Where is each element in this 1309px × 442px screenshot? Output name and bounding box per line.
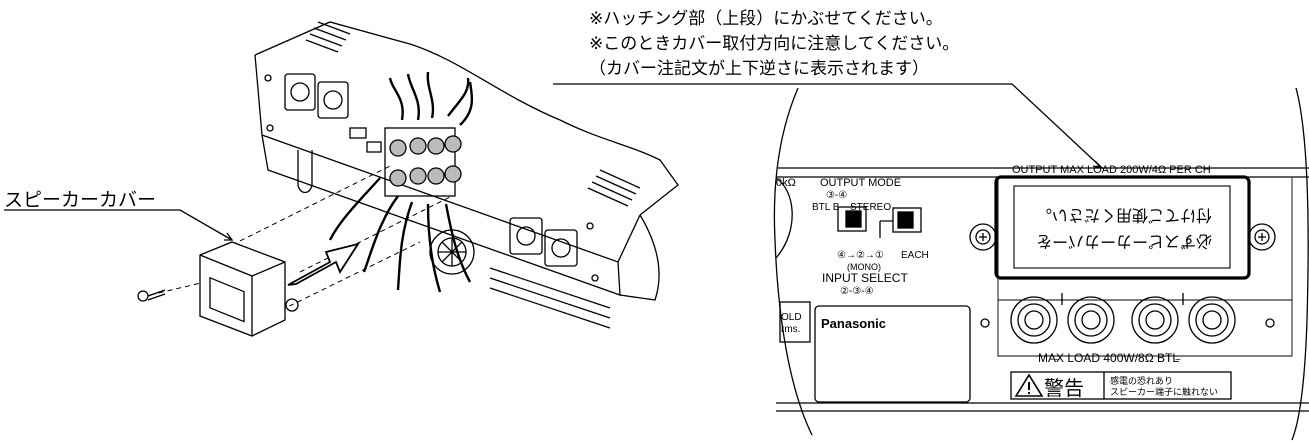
input-select-label: INPUT SELECT bbox=[822, 271, 908, 285]
note-line-3: （カバー注記文が上下逆さに表示されます） bbox=[589, 59, 929, 79]
cover-screw-left bbox=[969, 223, 997, 251]
projection-lines bbox=[149, 164, 453, 319]
cover-leader-line bbox=[4, 209, 233, 241]
output-mode-label: OUTPUT MODE bbox=[820, 177, 901, 189]
cover-text-line1: 必ずスピーカーカバーを bbox=[1036, 232, 1212, 250]
speaker-cover-label: スピーカーカバー bbox=[4, 189, 157, 211]
amplifier-unit bbox=[254, 21, 679, 329]
btl-b-label: BTL B bbox=[812, 202, 840, 213]
fragment-old: OLD bbox=[781, 312, 802, 323]
insertion-arrow bbox=[287, 242, 360, 286]
cover-text-line2: 付けてご使用ください。 bbox=[1036, 206, 1212, 224]
cover-leader-arrowhead bbox=[224, 232, 234, 241]
brand-name: Panasonic bbox=[821, 316, 886, 331]
terminal-row bbox=[1010, 296, 1236, 344]
speaker-terminals bbox=[384, 127, 462, 197]
warning-label: 警告 bbox=[1044, 377, 1084, 400]
speaker-cables bbox=[328, 71, 474, 293]
polarity-minus-2: − bbox=[1175, 355, 1181, 366]
mono-route: ④→②→① bbox=[837, 250, 884, 261]
output-mode-switch bbox=[837, 206, 867, 232]
warning-triangle-icon bbox=[1014, 373, 1044, 397]
mono-label: (MONO) bbox=[847, 262, 881, 272]
warning-text-line2: スピーカー端子に触れない bbox=[1110, 386, 1218, 397]
cover-screw-right bbox=[1248, 223, 1276, 251]
screw bbox=[137, 289, 166, 302]
note-line-1: ※ハッチング部（上段）にかぶせてください。 bbox=[589, 9, 943, 29]
max-load-btl-label: MAX LOAD 400W/8Ω BTL bbox=[1038, 351, 1179, 365]
note-line-2: ※このときカバー取付方向に注意してください。 bbox=[589, 34, 960, 54]
warning-text-line1: 感電の恐れあり bbox=[1110, 375, 1173, 386]
output-mode-channels: ③-④ bbox=[826, 190, 847, 201]
panel-closeup bbox=[773, 87, 1309, 441]
impedance-fragment: 0kΩ bbox=[776, 177, 796, 189]
fragment-rms: rms. bbox=[781, 324, 800, 335]
polarity-minus-1: − bbox=[1054, 355, 1060, 366]
input-select-switch bbox=[892, 207, 922, 233]
each-label: EACH bbox=[901, 250, 929, 261]
output-load-label: OUTPUT MAX LOAD 200W/4Ω PER CH bbox=[1012, 164, 1211, 176]
note-leader-line bbox=[553, 83, 1103, 169]
stereo-label: STEREO bbox=[850, 202, 891, 213]
speaker-cover bbox=[199, 241, 299, 337]
input-select-channels: ②-③-④ bbox=[840, 286, 874, 297]
